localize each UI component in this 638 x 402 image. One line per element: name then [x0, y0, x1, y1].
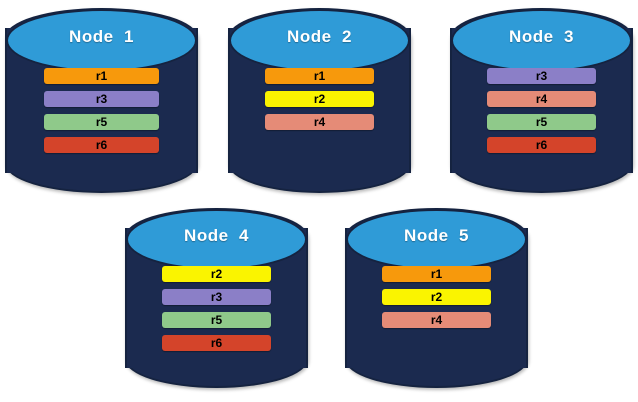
- node-1[interactable]: Node 1 r1 r3 r5 r6: [5, 8, 198, 193]
- node-4-replica-list: r2 r3 r5 r6: [125, 266, 308, 351]
- node-4-replica-r2[interactable]: r2: [161, 266, 272, 282]
- node-2-replica-list: r1 r2 r4: [228, 68, 411, 130]
- node-4-replica-r3[interactable]: r3: [161, 289, 272, 305]
- node-3[interactable]: Node 3 r3 r4 r5 r6: [450, 8, 633, 193]
- node-1-label: Node 1: [69, 26, 134, 46]
- node-2-label: Node 2: [287, 26, 352, 46]
- node-2-replica-r4[interactable]: r4: [264, 114, 375, 130]
- node-3-replica-r4[interactable]: r4: [486, 91, 597, 107]
- node-5-replica-list: r1 r2 r4: [345, 266, 528, 328]
- node-4-replica-r6[interactable]: r6: [161, 335, 272, 351]
- node-5[interactable]: Node 5 r1 r2 r4: [345, 208, 528, 388]
- node-4-cylinder-top: [126, 209, 307, 271]
- node-3-replica-r6[interactable]: r6: [486, 137, 597, 153]
- node-3-label: Node 3: [509, 26, 574, 46]
- node-5-label: Node 5: [404, 225, 469, 245]
- node-4-replica-r5[interactable]: r5: [161, 312, 272, 328]
- node-4[interactable]: Node 4 r2 r3 r5 r6: [125, 208, 308, 388]
- node-3-replica-r3[interactable]: r3: [486, 68, 597, 84]
- node-5-replica-r4[interactable]: r4: [381, 312, 492, 328]
- node-1-replica-r3[interactable]: r3: [43, 91, 160, 107]
- node-1-replica-r5[interactable]: r5: [43, 114, 160, 130]
- node-1-cylinder-top: [6, 9, 197, 72]
- node-2[interactable]: Node 2 r1 r2 r4: [228, 8, 411, 193]
- node-5-replica-r1[interactable]: r1: [381, 266, 492, 282]
- node-4-label: Node 4: [184, 225, 249, 245]
- node-3-replica-list: r3 r4 r5 r6: [450, 68, 633, 153]
- node-1-replica-r6[interactable]: r6: [43, 137, 160, 153]
- node-2-replica-r2[interactable]: r2: [264, 91, 375, 107]
- node-5-replica-r2[interactable]: r2: [381, 289, 492, 305]
- node-1-replica-r1[interactable]: r1: [43, 68, 160, 84]
- node-1-replica-list: r1 r3 r5 r6: [5, 68, 198, 153]
- node-2-replica-r1[interactable]: r1: [264, 68, 375, 84]
- node-3-replica-r5[interactable]: r5: [486, 114, 597, 130]
